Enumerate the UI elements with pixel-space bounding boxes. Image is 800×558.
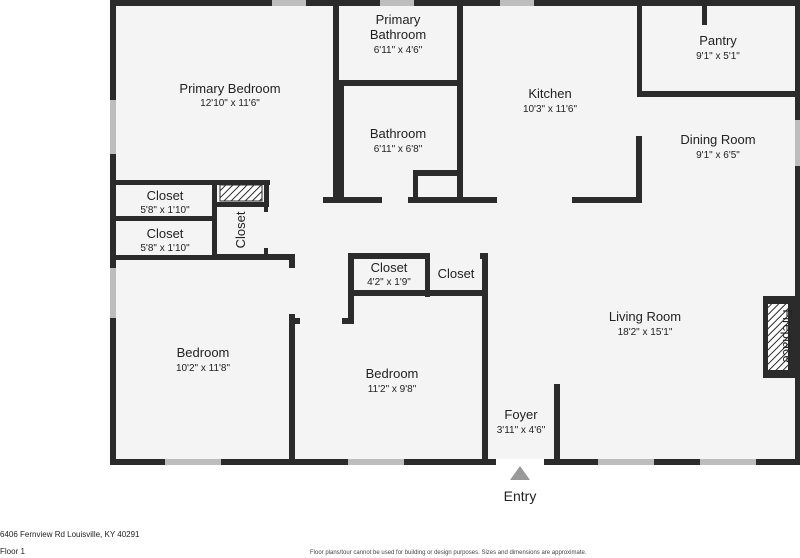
floor-label: Floor 1	[0, 547, 25, 556]
primary-bedroom-name: Primary Bedroom	[179, 81, 280, 96]
pantry-dims: 9'1" x 5'1"	[696, 51, 740, 62]
room-labels: Primary Bedroom 12'10" x 11'6" Primary B…	[140, 12, 795, 504]
closet-vertical-name: Closet	[233, 211, 248, 248]
closet-upper-dims: 5'8" x 1'10"	[140, 205, 190, 216]
bathroom-dims: 6'11" x 6'8"	[374, 144, 423, 155]
address-text: 6406 Fernview Rd Louisville, KY 40291	[0, 530, 140, 539]
bedroom-center-name: Bedroom	[366, 366, 419, 381]
kitchen-dims: 10'3" x 11'6"	[523, 104, 578, 115]
pantry-name: Pantry	[699, 33, 737, 48]
closet-center-name: Closet	[371, 260, 408, 275]
closet-upper-name: Closet	[147, 188, 184, 203]
living-room-dims: 18'2" x 15'1"	[618, 327, 673, 338]
windows	[110, 0, 800, 465]
chase-hatch	[219, 184, 263, 202]
fireplace-hearth	[768, 304, 788, 370]
foyer-dims: 3'11" x 4'6"	[497, 425, 546, 436]
fireplace-name: Fireplace	[780, 309, 795, 362]
entry-arrow-icon	[510, 466, 530, 480]
entry-opening	[496, 459, 544, 465]
closet-center-dims: 4'2" x 1'9"	[367, 277, 411, 288]
kitchen-name: Kitchen	[528, 86, 571, 101]
closet-lower-dims: 5'8" x 1'10"	[140, 243, 190, 254]
primary-bathroom-name-1: Primary	[376, 12, 421, 27]
dining-room-name: Dining Room	[680, 132, 755, 147]
closet-small-name: Closet	[438, 266, 475, 281]
bedroom-left-dims: 10'2" x 11'8"	[176, 363, 231, 374]
foyer-name: Foyer	[504, 407, 538, 422]
primary-bedroom-dims: 12'10" x 11'6"	[200, 98, 260, 109]
openings	[264, 197, 572, 324]
bedroom-left-name: Bedroom	[177, 345, 230, 360]
closet-lower-name: Closet	[147, 226, 184, 241]
primary-bathroom-name-2: Bathroom	[370, 27, 426, 42]
dining-room-dims: 9'1" x 6'5"	[696, 150, 740, 161]
primary-bathroom-dims: 6'11" x 4'6"	[374, 45, 423, 56]
bathroom-name: Bathroom	[370, 126, 426, 141]
bedroom-center-dims: 11'2" x 9'8"	[368, 384, 417, 395]
disclaimer-text: Floor plans/tour cannot be used for buil…	[310, 550, 587, 556]
entry-label: Entry	[504, 488, 537, 504]
house-floor	[112, 3, 800, 463]
living-room-name: Living Room	[609, 309, 681, 324]
